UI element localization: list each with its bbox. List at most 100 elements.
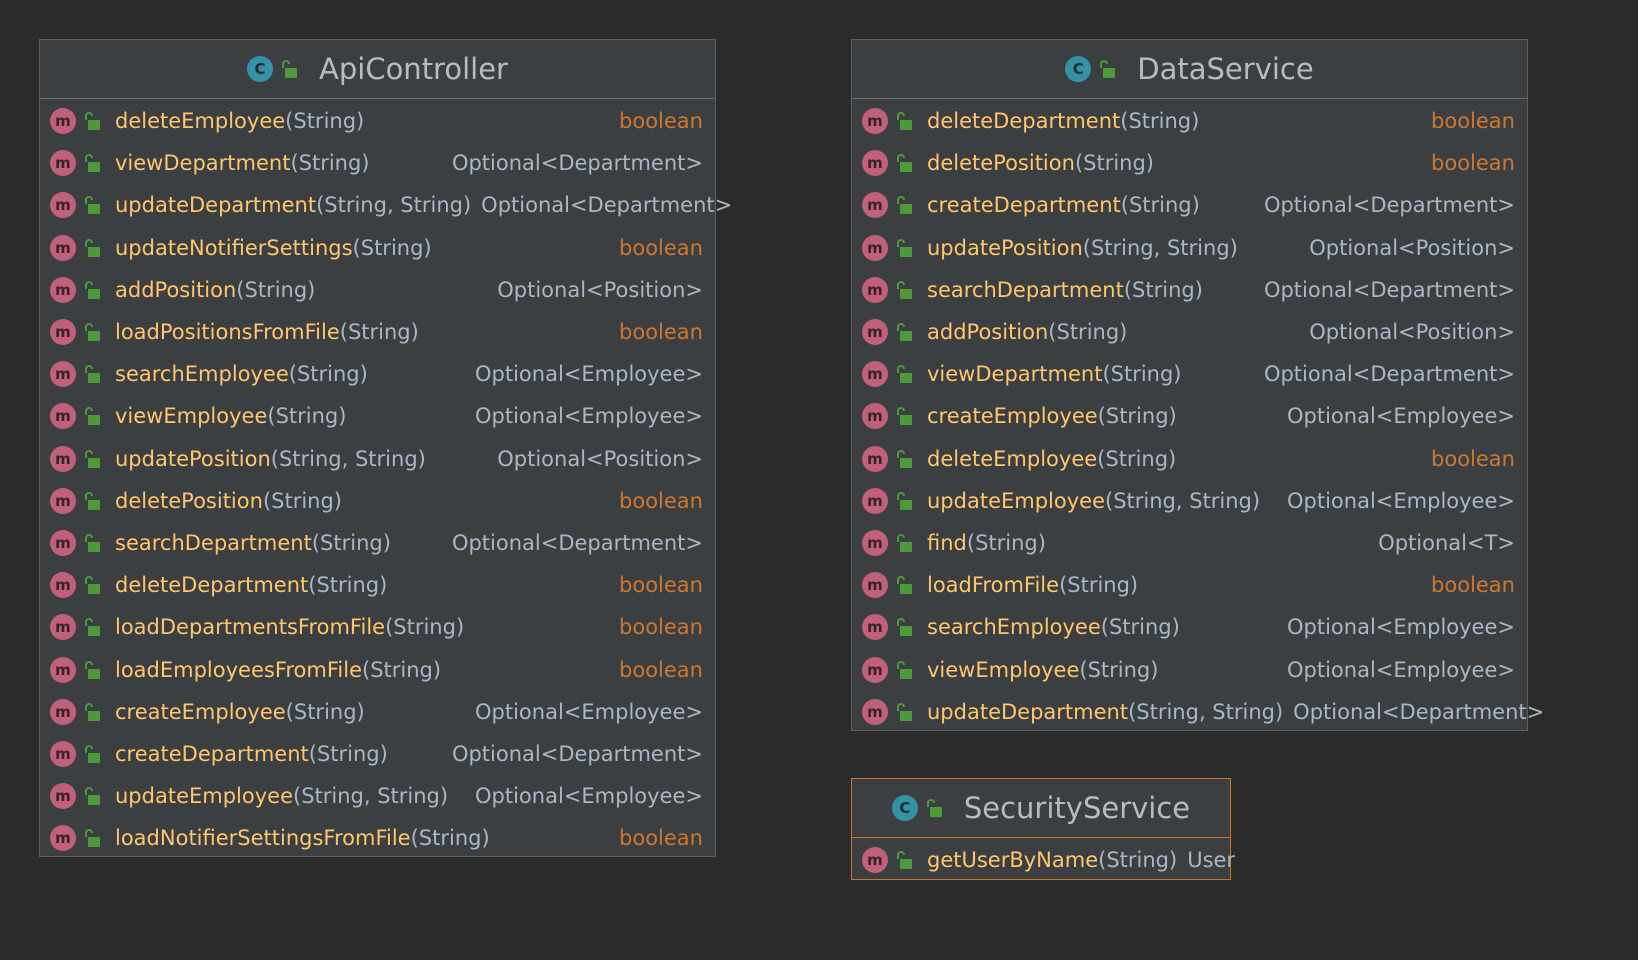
- method-row-view-department[interactable]: m viewDepartment(String) Optional<Departme…: [852, 353, 1527, 395]
- method-icon: m: [50, 192, 76, 219]
- method-params: (String): [288, 362, 368, 387]
- method-icon: m: [862, 319, 888, 346]
- method-name: searchEmployee: [115, 362, 289, 387]
- public-lock-icon: [896, 851, 912, 870]
- public-lock-icon: [84, 112, 100, 131]
- method-params: (String): [966, 530, 1046, 555]
- method-params: (String): [285, 109, 365, 134]
- method-signature: getUserByName(String): [927, 848, 1177, 872]
- public-lock-icon: [1099, 60, 1116, 78]
- method-signature: createDepartment(String): [115, 742, 388, 766]
- method-params: (String): [1097, 404, 1177, 429]
- method-name: deleteEmployee: [927, 446, 1098, 471]
- method-params: (String): [1098, 848, 1178, 873]
- method-name: viewEmployee: [927, 657, 1080, 682]
- public-lock-icon: [926, 799, 942, 817]
- method-name: getUserByName: [927, 848, 1099, 873]
- method-signature: updateEmployee(String, String): [927, 489, 1260, 513]
- method-name: deletePosition: [115, 488, 263, 513]
- public-lock-icon: [896, 576, 912, 595]
- method-name: loadNotifierSettingsFromFile: [115, 826, 411, 851]
- method-params: (String): [1123, 277, 1203, 302]
- method-params: (String): [285, 699, 365, 724]
- public-lock-icon: [896, 323, 912, 342]
- method-signature: loadDepartmentsFromFile(String): [115, 615, 464, 639]
- method-icon: m: [50, 783, 76, 810]
- method-signature: find(String): [927, 531, 1046, 555]
- method-signature: viewEmployee(String): [115, 404, 346, 428]
- return-type: boolean: [1431, 151, 1515, 176]
- public-lock-icon: [896, 534, 912, 552]
- method-icon: m: [50, 572, 76, 599]
- public-lock-icon: [84, 280, 100, 299]
- method-signature: searchDepartment(String): [927, 278, 1203, 302]
- public-lock-icon: [84, 154, 100, 173]
- return-type: boolean: [619, 109, 703, 134]
- return-type: Optional<Employee>: [475, 784, 703, 809]
- method-icon: m: [862, 361, 888, 388]
- return-type: Optional<Employee>: [1287, 404, 1515, 429]
- public-lock-icon: [84, 365, 100, 384]
- method-params: (String, String): [1128, 699, 1284, 724]
- method-icon: m: [50, 740, 76, 767]
- method-params: (String): [1100, 615, 1180, 640]
- public-lock-icon: [896, 618, 912, 637]
- method-signature: deletePosition(String): [115, 489, 342, 513]
- method-params: (String): [1097, 446, 1177, 471]
- public-lock-icon: [84, 323, 100, 342]
- method-icon: m: [862, 192, 888, 219]
- method-name: loadPositionsFromFile: [115, 320, 340, 345]
- method-signature: viewDepartment(String): [927, 362, 1182, 386]
- method-params: (String): [308, 741, 388, 766]
- method-params: (String): [311, 530, 391, 555]
- method-params: (String, String): [293, 784, 449, 809]
- method-signature: searchEmployee(String): [927, 615, 1180, 639]
- method-icon: m: [862, 847, 888, 874]
- method-params: (String): [1120, 109, 1200, 134]
- return-type: Optional<Department>: [481, 193, 733, 218]
- method-name: viewDepartment: [115, 151, 291, 176]
- return-type: Optional<Department>: [1263, 362, 1515, 387]
- method-name: addPosition: [115, 277, 237, 302]
- method-signature: deleteDepartment(String): [115, 573, 387, 597]
- method-name: loadDepartmentsFromFile: [115, 615, 386, 640]
